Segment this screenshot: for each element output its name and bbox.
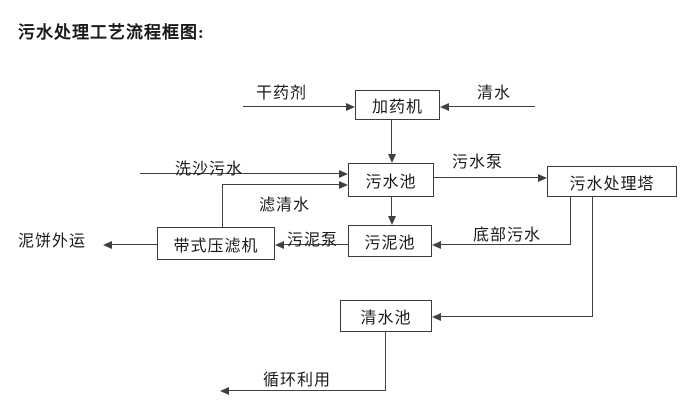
edge-tower-to-cleanpool-line xyxy=(441,316,593,317)
arrow-left-icon xyxy=(275,241,284,249)
arrow-left-icon xyxy=(440,103,449,111)
arrow-left-icon xyxy=(103,241,112,249)
edge-filtered-water-vline xyxy=(222,184,223,227)
edge-dry-chemical-line xyxy=(243,106,346,107)
edge-clean-water-line xyxy=(447,106,535,107)
arrow-left-icon xyxy=(432,241,441,249)
node-belt-filter-press: 带式压滤机 xyxy=(157,227,275,260)
edge-label-mud-cake-out: 泥饼外运 xyxy=(18,233,87,250)
arrow-left-icon xyxy=(220,387,229,395)
arrow-down-icon xyxy=(388,216,396,225)
diagram-title: 污水处理工艺流程框图: xyxy=(18,23,205,42)
edge-recycle-vline xyxy=(385,332,386,391)
edge-bottom-sewage-line xyxy=(441,244,571,245)
arrow-right-icon xyxy=(339,170,348,178)
edge-filtered-water-line xyxy=(222,184,339,185)
node-sludge-pool: 污泥池 xyxy=(348,225,432,257)
arrow-right-icon xyxy=(538,174,547,182)
node-sewage-pool: 污水池 xyxy=(348,163,434,197)
edge-recycle-line xyxy=(229,390,386,391)
node-clean-water-pool: 清水池 xyxy=(340,300,432,332)
edge-label-filtered-water: 滤清水 xyxy=(259,197,311,214)
edge-label-sludge-pump: 污泥泵 xyxy=(287,232,339,249)
edge-label-recycle: 循环利用 xyxy=(263,372,332,389)
edge-label-dry-chemical: 干药剂 xyxy=(256,85,308,102)
edge-sludge-pump-line xyxy=(284,244,348,245)
edge-bottom-sewage-vline xyxy=(570,197,571,245)
arrow-left-icon xyxy=(432,313,441,321)
edge-sewage-pump-line xyxy=(434,177,539,178)
arrow-right-icon xyxy=(339,181,348,189)
node-dosing-machine: 加药机 xyxy=(355,90,440,120)
edge-sand-wash-line xyxy=(140,173,339,174)
arrow-right-icon xyxy=(346,103,355,111)
edge-mud-cake-line xyxy=(112,244,157,245)
edge-label-bottom-sewage: 底部污水 xyxy=(473,227,542,244)
edge-tower-to-cleanpool-vline xyxy=(592,197,593,317)
edge-label-sand-wash-sewage: 洗沙污水 xyxy=(175,161,244,178)
node-treatment-tower: 污水处理塔 xyxy=(547,166,677,197)
arrow-down-icon xyxy=(388,154,396,163)
edge-dosing-to-sewage-line xyxy=(391,120,392,156)
edge-sewage-to-sludge-line xyxy=(391,197,392,217)
edge-label-sewage-pump: 污水泵 xyxy=(452,154,504,171)
edge-label-clean-water: 清水 xyxy=(477,85,512,102)
